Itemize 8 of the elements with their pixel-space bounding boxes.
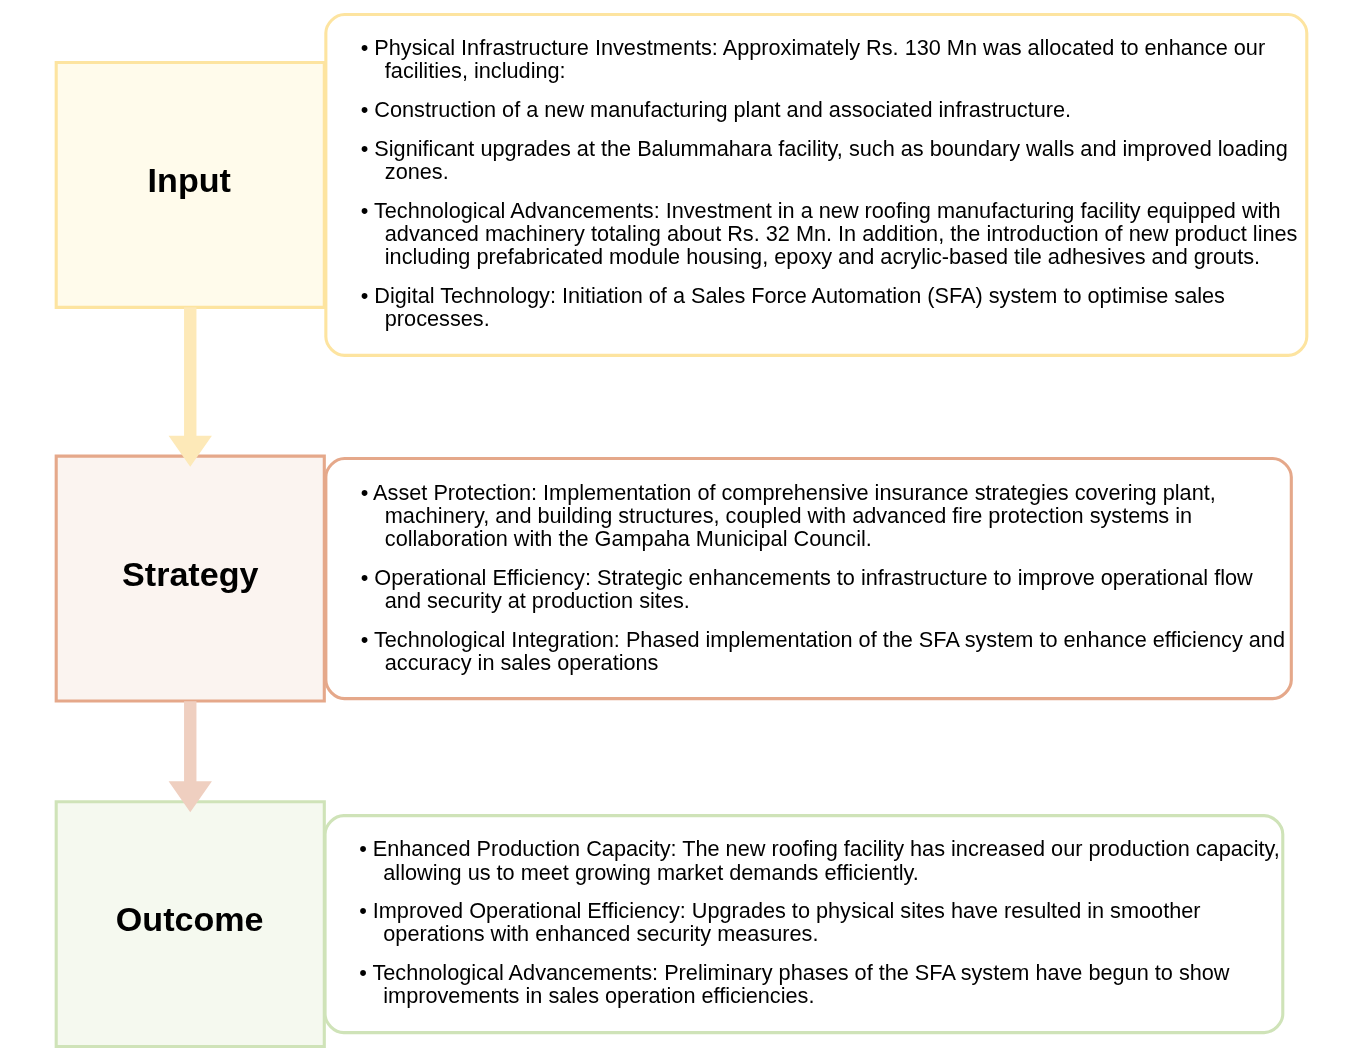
node-box: Outcome [54, 800, 326, 1049]
node-box: Strategy [54, 454, 326, 703]
arrow [168, 307, 212, 467]
node-box: • Enhanced Production Capacity: The new roofing facility has increased our production capacity, allowing us to meet growing market demands efficiently. • Improved Operational Efficiency: Upgrades to physical sites have resulted in smoother operations with enhanced security measures. • Technological Advancements: Preliminary phases of the SFA system have begun to show improvements in sales operation efficiencies. [323, 814, 1284, 1035]
node-box: • Asset Protection: Implementation of comprehensive insurance strategies covering plant, machinery, and building structures, coupled with advanced fire protection systems in collaboration with the Gampaha Municipal Council. • Operational Efficiency: Strategic enhancements to infrastructure to improve operational flow and security at production sites. • Technological Integration: Phased implementation of the SFA system to enhance efficiency and accuracy in sales operations [323, 456, 1293, 701]
node-box: • Physical Infrastructure Investments: Approximately Rs. 130 Mn was allocated to enhance our facilities, including: • Construction of a new manufacturing plant and associated infrastructure. • Significant upgrades at the Balummahara facility, such as boundary walls and improved loading zones. • Technological Advancements: Investment in a new roofing manufacturing facility equipped with advanced machinery totaling about Rs. 32 Mn. In addition, the introduction of new product lines including prefabricated module housing, epoxy and acrylic-based tile adhesives and grouts. • Digital Technology: Initiation of a Sales Force Automation (SFA) system to optimise sales processes. [323, 12, 1308, 357]
arrow [168, 701, 212, 813]
node-box: Input [54, 60, 326, 309]
